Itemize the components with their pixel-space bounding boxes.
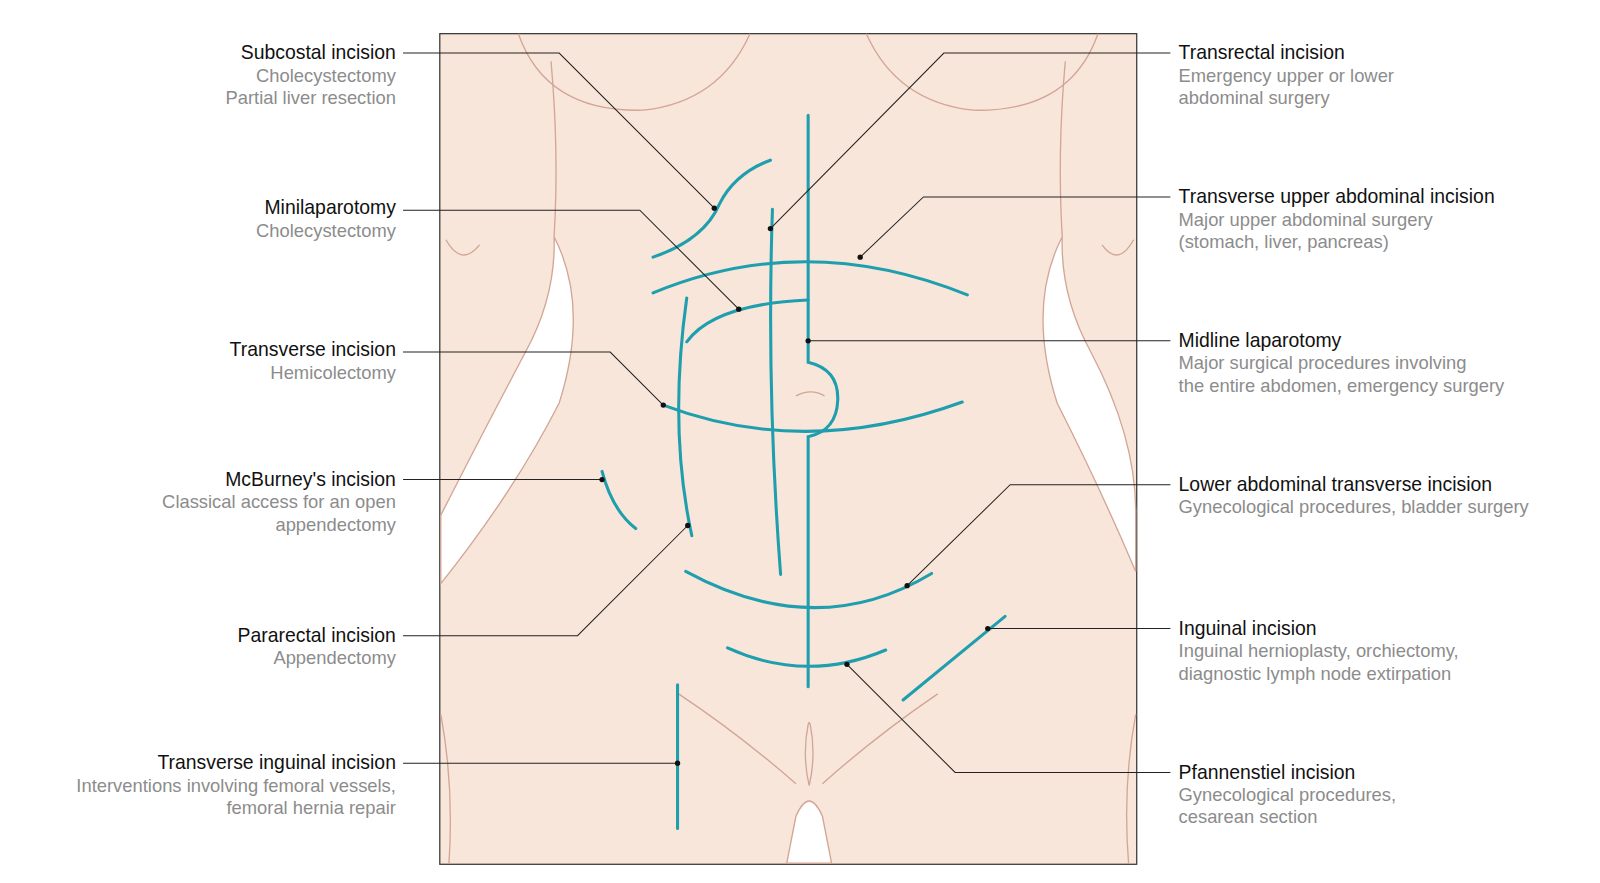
procedure-note: abdominal surgery <box>1179 87 1330 109</box>
incision-name: Lower abdominal transverse incision <box>1179 473 1493 495</box>
procedure-note: Hemicolectomy <box>270 361 396 383</box>
procedure-note: Major upper abdominal surgery <box>1179 208 1433 230</box>
incision-name: Pfannenstiel incision <box>1179 761 1356 783</box>
procedure-note: femoral hernia repair <box>226 797 395 819</box>
incision-name: Inguinal incision <box>1179 617 1317 639</box>
procedure-note: (stomach, liver, pancreas) <box>1179 231 1389 253</box>
procedure-note: appendectomy <box>275 513 396 535</box>
procedure-note: cesarean section <box>1179 806 1318 828</box>
procedure-note: Emergency upper or lower <box>1179 64 1394 86</box>
procedure-note: Gynecological procedures, <box>1179 784 1396 806</box>
procedure-note: the entire abdomen, emergency surgery <box>1179 374 1505 396</box>
procedure-note: Classical access for an open <box>162 491 396 513</box>
procedure-note: Gynecological procedures, bladder surger… <box>1179 496 1529 518</box>
incision-name: Pararectal incision <box>237 624 395 646</box>
procedure-note: Major surgical procedures involving <box>1179 352 1467 374</box>
incision-name: Transrectal incision <box>1179 42 1345 64</box>
incision-name: Transverse incision <box>230 339 396 361</box>
procedure-note: Cholecystectomy <box>256 64 396 86</box>
procedure-note: diagnostic lymph node extirpation <box>1179 662 1452 684</box>
procedure-note: Appendectomy <box>273 647 396 669</box>
procedure-note: Cholecystectomy <box>256 219 396 241</box>
procedure-note: Interventions involving femoral vessels, <box>76 774 396 796</box>
incision-name: Transverse inguinal incision <box>157 752 396 774</box>
incision-name: Minilaparotomy <box>264 197 395 219</box>
procedure-note: Partial liver resection <box>225 87 395 109</box>
procedure-note: Inguinal hernioplasty, orchiectomy, <box>1179 640 1459 662</box>
incision-name: McBurney's incision <box>225 468 396 490</box>
incision-name: Midline laparotomy <box>1179 330 1342 352</box>
incision-name: Subcostal incision <box>241 42 396 64</box>
incision-name: Transverse upper abdominal incision <box>1179 186 1495 208</box>
